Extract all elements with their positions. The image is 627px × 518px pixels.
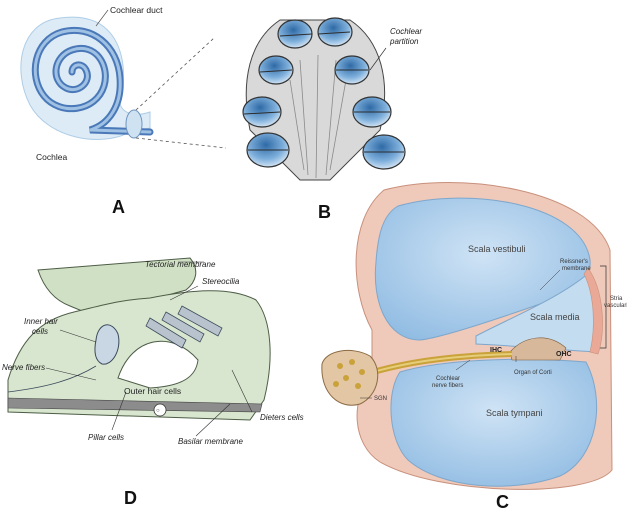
basilar-membrane-label: Basilar membrane [178, 437, 243, 446]
stria-vascularis-label-1: Stria [610, 296, 623, 302]
tectorial-membrane-label: Tectorial membrane [145, 260, 216, 269]
organ-of-corti-drawing: ○ [7, 257, 271, 437]
panel-a: Cochlear duct Cochlea A [20, 5, 227, 217]
cochlear-duct-label: Cochlear duct [110, 5, 163, 15]
cochlear-nerve-fibers-label-1: Cochlear [436, 376, 460, 382]
panel-b: Cochlear partition B [242, 17, 422, 222]
ohc-label: OHC [556, 351, 572, 358]
scala-vestibuli-label: Scala vestibuli [468, 244, 526, 254]
panel-letter-d: D [124, 488, 137, 508]
stereocilia-label: Stereocilia [202, 277, 240, 286]
cochlea-spiral-drawing [20, 9, 227, 149]
inner-hair-cells-label-2: cells [32, 327, 48, 336]
scala-media-label: Scala media [530, 312, 580, 322]
ihc-label: IHC [490, 347, 502, 354]
panel-letter-c: C [496, 492, 509, 512]
nerve-fibers-label: Nerve fibers [2, 363, 45, 372]
cochlear-nerve-fibers-label-2: nerve fibers [432, 383, 463, 389]
pillar-cells-label: Pillar cells [88, 433, 124, 442]
stria-vascularis-label-2: vascularis [604, 303, 627, 309]
cochlear-partition-label-2: partition [389, 37, 419, 46]
sgn-label: SGN [374, 396, 387, 402]
panel-c: Scala vestibuli Scala media Scala tympan… [321, 182, 627, 512]
dieters-cells-label: Dieters cells [260, 413, 304, 422]
panel-letter-b: B [318, 202, 331, 222]
cochlear-duct-section-drawing [321, 182, 613, 490]
reissners-membrane-label-2: membrane [562, 266, 591, 272]
panel-letter-a: A [112, 197, 125, 217]
cochlea-label: Cochlea [36, 152, 67, 162]
organ-of-corti-label: Organ of Corti [514, 370, 552, 376]
blood-vessel-mark: ○ [156, 408, 160, 414]
reissners-membrane-label-1: Reissner's [560, 259, 588, 265]
outer-hair-cells-label: Outer hair cells [124, 386, 181, 396]
scala-tympani-label: Scala tympani [486, 408, 543, 418]
cochlear-cross-section-3d [242, 17, 406, 181]
panel-d: ○ Tectorial membrane Stereocilia Inner h… [2, 257, 304, 508]
cochlear-partition-label-1: Cochlear [390, 27, 422, 36]
inner-hair-cells-label-1: Inner hair [24, 317, 58, 326]
